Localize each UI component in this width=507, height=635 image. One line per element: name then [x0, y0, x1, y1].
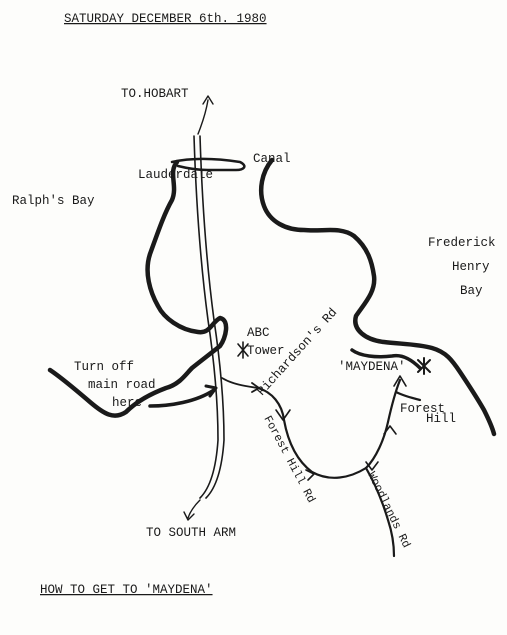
coastline-west — [47, 159, 229, 418]
to-hobart-arrow-head — [202, 95, 214, 105]
label-abc: ABC — [247, 326, 270, 340]
label-forest-hill-rd-a: Forest Hill Rd — [260, 414, 317, 505]
label-forest-hill-1: Forest — [400, 402, 445, 416]
coastline-lauderdale-inlet — [170, 157, 246, 172]
label-turn-off-1: Turn off — [74, 360, 134, 374]
to-south-arm-arrow-line — [187, 499, 201, 519]
label-maydena: 'MAYDENA' — [338, 360, 406, 374]
main-road-line-b — [199, 135, 225, 499]
turn-off-arrow-head — [204, 384, 218, 398]
turn-off-arrow-line — [148, 388, 216, 408]
maydena-star-icon — [417, 357, 431, 375]
loop-arrow-1 — [275, 409, 291, 421]
label-bay: Bay — [460, 284, 483, 298]
header-date: SATURDAY DECEMBER 6th. 1980 — [64, 12, 267, 26]
coastline-east — [259, 157, 497, 437]
to-hobart-arrow-line — [197, 99, 209, 135]
label-turn-off-2: main road — [88, 378, 156, 392]
label-tower: Tower — [247, 344, 285, 358]
label-ralphs-bay: Ralph's Bay — [12, 194, 95, 208]
label-canal: Canal — [253, 152, 291, 166]
abc-tower-star-icon — [237, 341, 249, 359]
loop-arrow-2 — [305, 469, 315, 481]
label-to-hobart: TO.HOBART — [121, 87, 189, 101]
forest-hill-rd-road — [256, 378, 402, 479]
woodlands-rd-road — [364, 466, 396, 558]
richardsons-rd-start — [221, 377, 259, 389]
label-frederick: Frederick — [428, 236, 496, 250]
label-turn-off-3: here — [112, 396, 142, 410]
label-forest-hill-2: Hill — [426, 412, 456, 426]
label-to-south-arm: TO SOUTH ARM — [146, 526, 236, 540]
label-woodlands-rd: Woodlands Rd — [364, 470, 412, 550]
label-henry: Henry — [452, 260, 490, 274]
to-south-arm-arrow-head — [183, 511, 195, 521]
loop-arrow-4 — [383, 425, 397, 435]
footer-title: HOW TO GET TO 'MAYDENA' — [40, 583, 213, 597]
maydena-arrow-head — [393, 375, 407, 387]
main-road-line-a — [193, 135, 219, 499]
label-lauderdale: Lauderdale — [138, 168, 213, 182]
forest-hill-spur — [394, 390, 422, 402]
loop-arrow-3 — [365, 461, 379, 471]
maydena-lagoon — [350, 348, 422, 370]
